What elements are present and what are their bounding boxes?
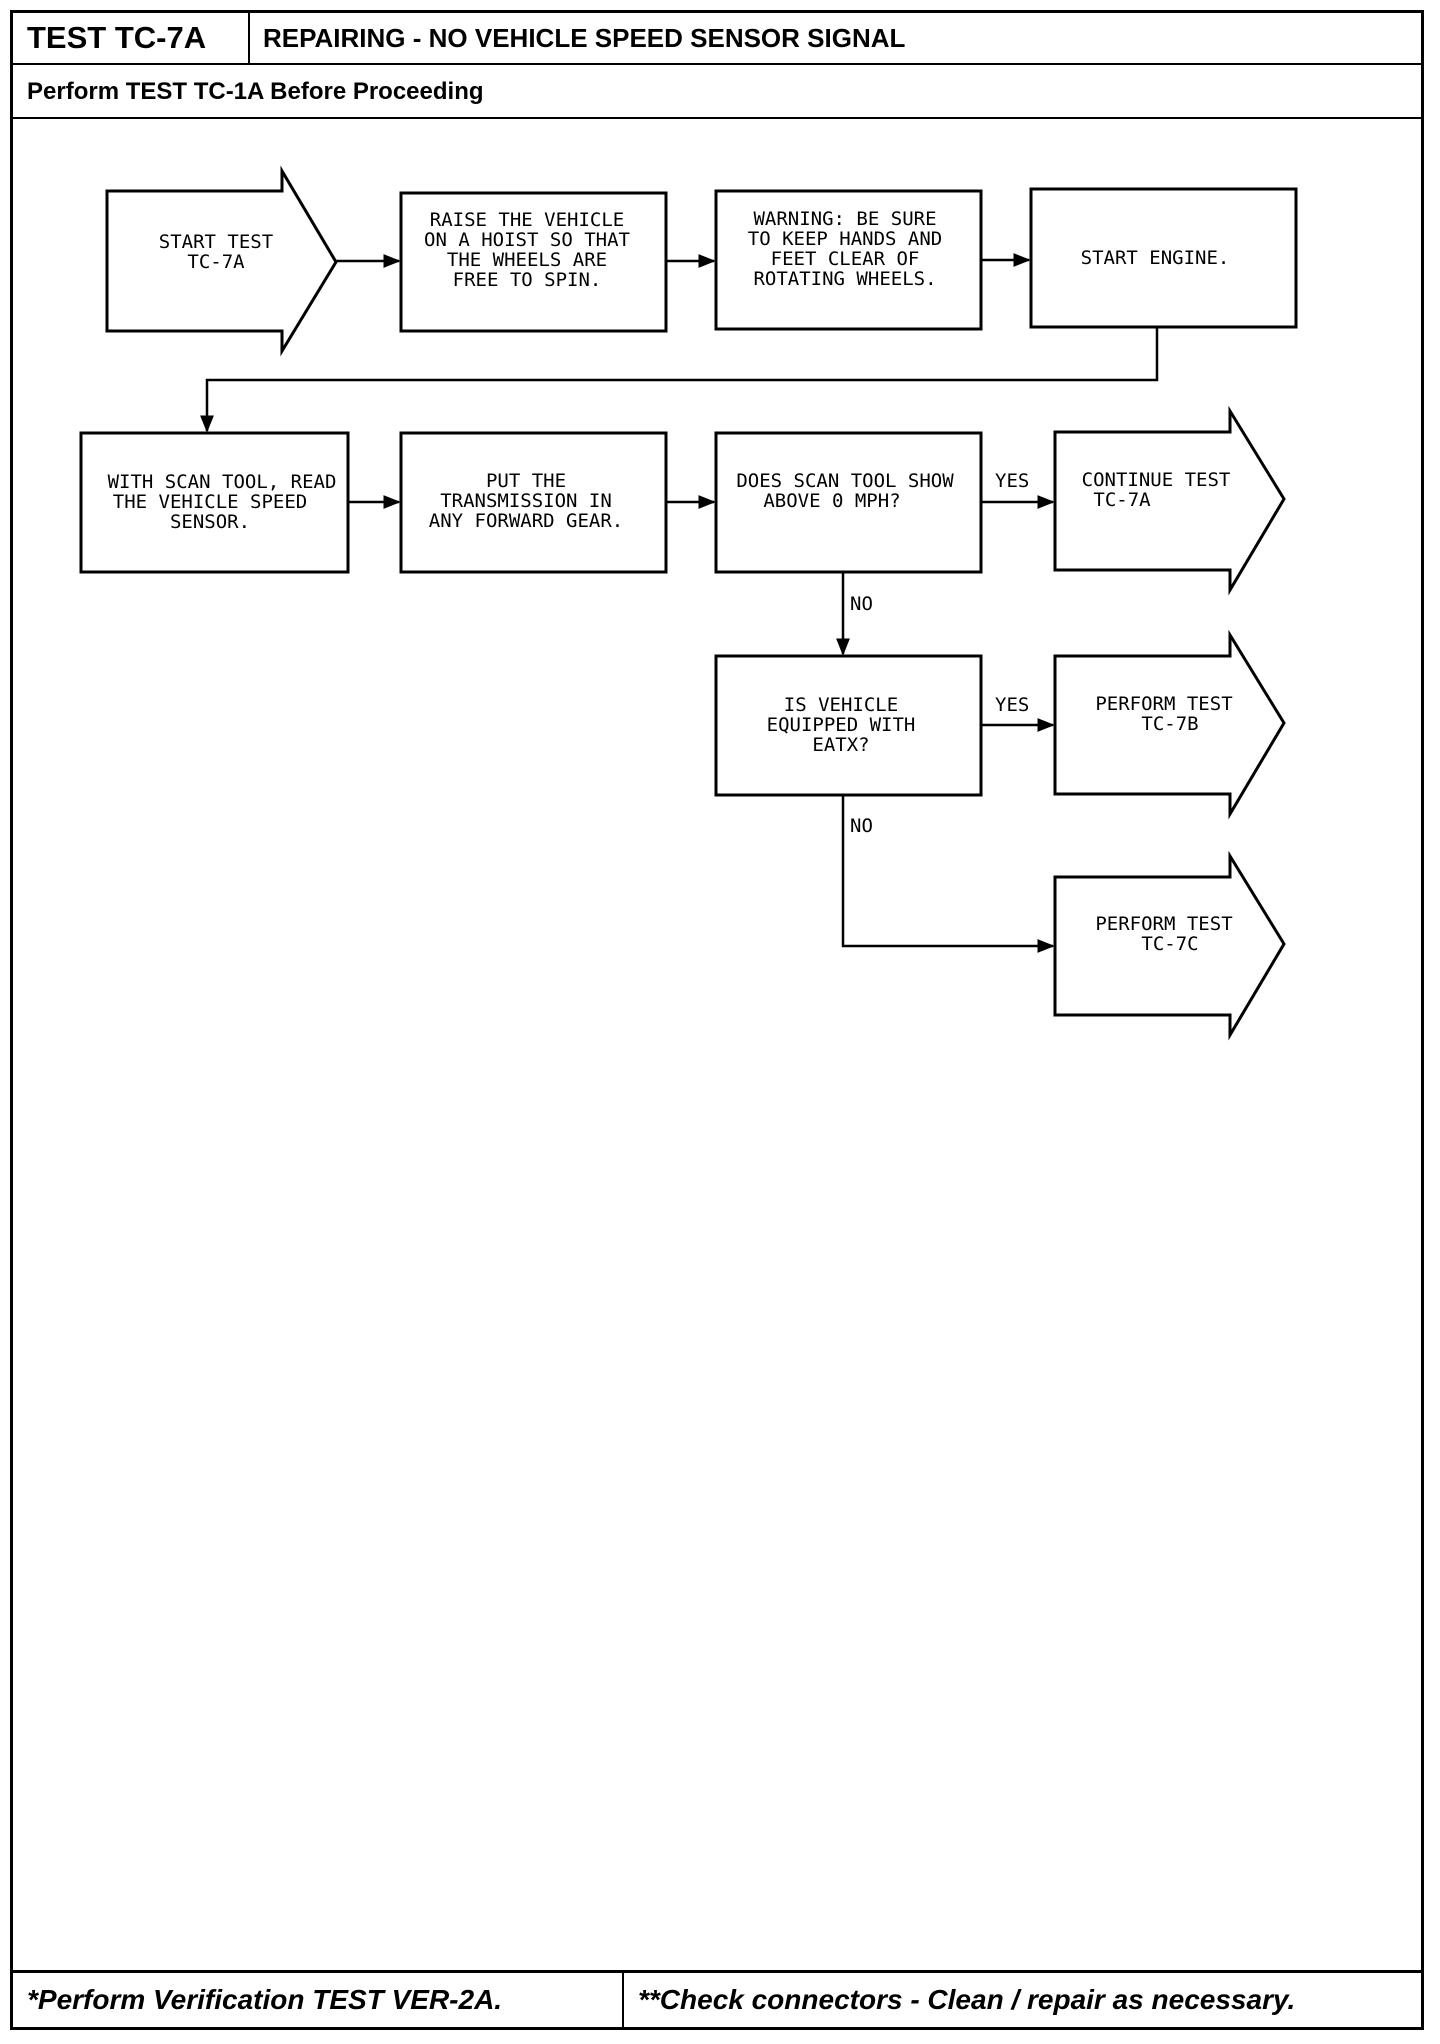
scan-tool-line-1: WITH SCAN TOOL, READ	[108, 471, 337, 493]
start-engine-box: START ENGINE.	[1029, 187, 1298, 329]
no-label-1: NO	[850, 593, 873, 615]
eatx-line-3: EATX?	[812, 734, 869, 756]
connector-eatx-7c	[841, 795, 1055, 953]
no-label-2: NO	[850, 815, 873, 837]
footer-verification-note: *Perform Verification TEST VER-2A.	[13, 1973, 624, 2027]
perform-7c-line-1: PERFORM TEST	[1095, 913, 1232, 935]
put-transmission-line-3: ANY FORWARD GEAR.	[429, 510, 623, 532]
test-page: TEST TC-7A REPAIRING - NO VEHICLE SPEED …	[10, 10, 1424, 2030]
raise-vehicle-line-3: THE WHEELS ARE	[447, 249, 607, 271]
scan-tool-line-3: SENSOR.	[170, 511, 250, 533]
warning-line-1: WARNING: BE SURE	[753, 208, 936, 230]
yes-label-1: YES	[995, 470, 1029, 492]
warning-box: WARNING: BE SURE TO KEEP HANDS AND FEET …	[714, 189, 983, 331]
eatx-line-1: IS VEHICLE	[784, 694, 898, 716]
test-id: TEST TC-7A	[13, 13, 250, 63]
does-scan-tool-line-2: ABOVE 0 MPH?	[763, 490, 900, 512]
scan-tool-box: WITH SCAN TOOL, READ THE VEHICLE SPEED S…	[79, 431, 350, 574]
continue-test-line-2: TC-7A	[1093, 489, 1151, 511]
perform-7b-line-1: PERFORM TEST	[1095, 693, 1232, 715]
raise-vehicle-line-2: ON A HOIST SO THAT	[424, 229, 630, 251]
test-title: REPAIRING - NO VEHICLE SPEED SENSOR SIGN…	[263, 23, 906, 53]
prerequisite-note: Perform TEST TC-1A Before Proceeding	[13, 65, 1421, 119]
header-row: TEST TC-7A REPAIRING - NO VEHICLE SPEED …	[13, 13, 1421, 65]
footer: *Perform Verification TEST VER-2A. **Che…	[13, 1970, 1421, 2027]
connector-engine-scantool	[200, 328, 1159, 433]
does-scan-tool-decision-box: DOES SCAN TOOL SHOW ABOVE 0 MPH?	[714, 431, 983, 574]
perform-7b-line-2: TC-7B	[1141, 713, 1198, 735]
put-transmission-line-1: PUT THE	[486, 470, 566, 492]
perform-test-7c-arrow: PERFORM TEST TC-7C	[1053, 850, 1286, 1041]
raise-vehicle-line-1: RAISE THE VEHICLE	[430, 209, 624, 231]
put-transmission-line-2: TRANSMISSION IN	[440, 490, 612, 512]
warning-line-3: FEET CLEAR OF	[771, 248, 920, 270]
eatx-line-2: EQUIPPED WITH	[767, 714, 916, 736]
footer-connectors-note: **Check connectors - Clean / repair as n…	[638, 1984, 1296, 2015]
perform-test-7b-arrow: PERFORM TEST TC-7B	[1053, 629, 1286, 820]
does-scan-tool-line-1: DOES SCAN TOOL SHOW	[736, 470, 954, 492]
start-test-line-1: START TEST	[159, 231, 273, 253]
continue-test-line-1: CONTINUE TEST	[1082, 469, 1231, 491]
put-transmission-box: PUT THE TRANSMISSION IN ANY FORWARD GEAR…	[399, 431, 668, 574]
start-test-line-2: TC-7A	[187, 251, 245, 273]
continue-test-arrow: CONTINUE TEST TC-7A	[1053, 405, 1286, 596]
start-test-arrow: START TEST TC-7A	[105, 165, 338, 357]
perform-7c-line-2: TC-7C	[1141, 933, 1198, 955]
warning-line-4: ROTATING WHEELS.	[753, 268, 936, 290]
raise-vehicle-box: RAISE THE VEHICLE ON A HOIST SO THAT THE…	[399, 191, 668, 333]
start-engine-text: START ENGINE.	[1081, 247, 1230, 269]
scan-tool-line-2: THE VEHICLE SPEED	[113, 491, 307, 513]
eatx-decision-box: IS VEHICLE EQUIPPED WITH EATX?	[714, 654, 983, 797]
raise-vehicle-line-4: FREE TO SPIN.	[453, 269, 602, 291]
yes-label-2: YES	[995, 694, 1029, 716]
warning-line-2: TO KEEP HANDS AND	[748, 228, 942, 250]
